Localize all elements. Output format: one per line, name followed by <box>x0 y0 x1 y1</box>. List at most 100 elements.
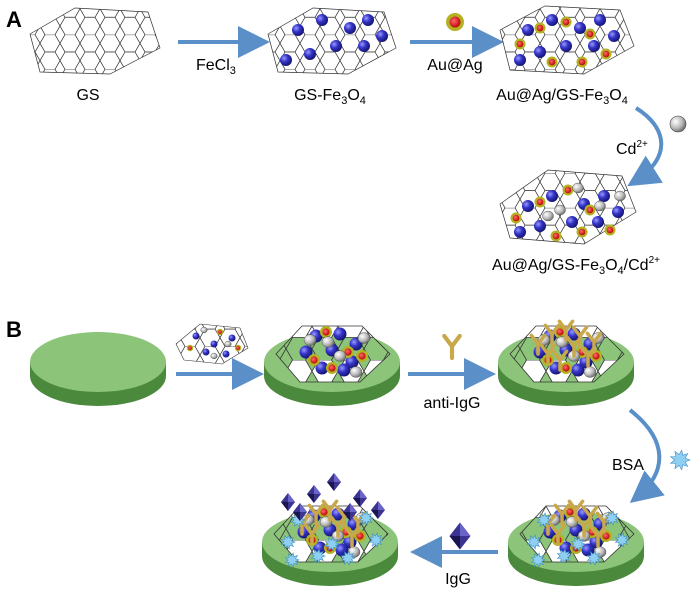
au-ag-label: Au@Ag <box>427 57 482 74</box>
cd-particle <box>349 366 363 378</box>
fe3o4-particle <box>522 200 534 212</box>
au-ag-particle <box>186 344 194 352</box>
cd-particle <box>554 204 566 216</box>
fe3o4-particle <box>534 46 546 58</box>
au-ag-particle <box>546 56 558 68</box>
fe3o4-particles <box>280 14 388 66</box>
bsa-molecule <box>310 548 326 564</box>
fe3o4-particle <box>315 361 329 375</box>
au-ag-nanoparticle-icon <box>446 13 464 31</box>
fe3o4-particle <box>333 327 347 341</box>
au-ag-particle <box>576 226 588 238</box>
antibody <box>551 349 569 372</box>
cd-particle <box>321 336 335 348</box>
fe3o4-particle <box>304 48 316 60</box>
cd-particle <box>614 190 626 202</box>
fe3o4-particle <box>612 206 624 218</box>
antibody <box>579 345 597 368</box>
final-immunosensor <box>262 473 398 586</box>
antibody <box>529 333 547 356</box>
anti-igg-label: anti-IgG <box>424 395 481 412</box>
bsa-molecule <box>536 512 552 528</box>
cd-particle <box>333 350 347 362</box>
antibody-electrode <box>498 319 634 406</box>
fe3o4-particle <box>280 54 292 66</box>
gs-label: GS <box>76 87 99 104</box>
au-ag-particle <box>534 22 546 34</box>
fe3o4-particle <box>514 226 526 238</box>
au-ag-particle <box>234 344 242 352</box>
fe3o4-particle <box>592 216 604 228</box>
au-ag-particle <box>584 28 596 40</box>
fe3o4-particle <box>330 40 342 52</box>
graphene-sheet <box>29 7 161 75</box>
antibody <box>343 525 361 548</box>
fecl3-label: FeCl3 <box>196 57 236 77</box>
bsa-molecule <box>526 534 542 550</box>
au-ag-fe3o4-particles <box>514 14 620 68</box>
cd-particle <box>224 340 232 348</box>
cd-particle <box>542 210 554 222</box>
fe3o4-particle <box>228 334 236 342</box>
antibody <box>539 343 557 366</box>
igg-molecule <box>293 503 307 521</box>
gs-fe3o4-sheet <box>267 7 397 75</box>
gs-fe3o4-label: GS-Fe3O4 <box>294 87 366 107</box>
final-composite-label: Au@Ag/GS-Fe3O4/Cd2+ <box>492 255 660 277</box>
cd-ion-icon <box>669 115 687 133</box>
igg-molecule <box>281 493 295 511</box>
bsa-molecule <box>280 534 296 550</box>
antibody <box>565 335 583 358</box>
fe3o4-particle <box>337 363 351 377</box>
fe3o4-particle <box>566 216 578 228</box>
cd-particle <box>583 366 597 378</box>
fe3o4-particle <box>316 14 328 26</box>
fe3o4-particle <box>292 24 304 36</box>
antibody <box>307 503 325 526</box>
modified-electrode <box>264 325 400 406</box>
blocked-electrode <box>508 499 644 586</box>
au-ag-particle <box>560 362 572 374</box>
bare-electrode <box>30 332 166 406</box>
fe3o4-particle <box>514 54 526 66</box>
fe3o4-particle <box>574 22 586 34</box>
igg-molecule <box>371 501 385 519</box>
fe3o4-particle <box>362 14 374 26</box>
cd-particle <box>210 352 218 360</box>
bsa-label: BSA <box>612 457 644 474</box>
au-ag-particle <box>308 354 320 366</box>
au-ag-particle <box>356 350 368 362</box>
antibody <box>589 525 607 548</box>
bsa-molecule <box>530 552 546 568</box>
antibody <box>329 515 347 538</box>
antibody <box>553 503 571 526</box>
fe3o4-particle <box>546 14 558 26</box>
fe3o4-particle <box>588 40 600 52</box>
igg-molecule <box>307 485 321 503</box>
modifier-composite-icon <box>175 323 249 365</box>
cd-particle <box>200 326 208 334</box>
fe3o4-particle <box>222 350 230 358</box>
au-ag-gs-fe3o4-sheet <box>499 5 635 75</box>
panel-a-letter: A <box>6 7 22 32</box>
bsa-molecule <box>570 536 586 552</box>
au-ag-particle <box>510 212 522 224</box>
cd-label: Cd2+ <box>616 139 648 158</box>
cd-particle <box>357 332 371 344</box>
fe3o4-particle <box>534 220 546 232</box>
igg-icon <box>449 522 471 550</box>
antibody <box>442 333 462 361</box>
igg-molecule <box>343 503 357 521</box>
au-ag-particle <box>216 328 224 336</box>
fe3o4-particle <box>560 40 572 52</box>
igg-molecule <box>353 489 367 507</box>
cd-particle <box>303 334 317 346</box>
au-ag-particle <box>584 204 596 216</box>
bsa-molecule <box>340 550 356 566</box>
fe3o4-particle <box>344 22 356 34</box>
fe3o4-particle <box>598 190 610 202</box>
bsa-molecule <box>586 550 602 566</box>
igg-molecule <box>327 473 341 491</box>
au-ag-gs-fe3o4-label: Au@Ag/GS-Fe3O4 <box>496 87 628 107</box>
